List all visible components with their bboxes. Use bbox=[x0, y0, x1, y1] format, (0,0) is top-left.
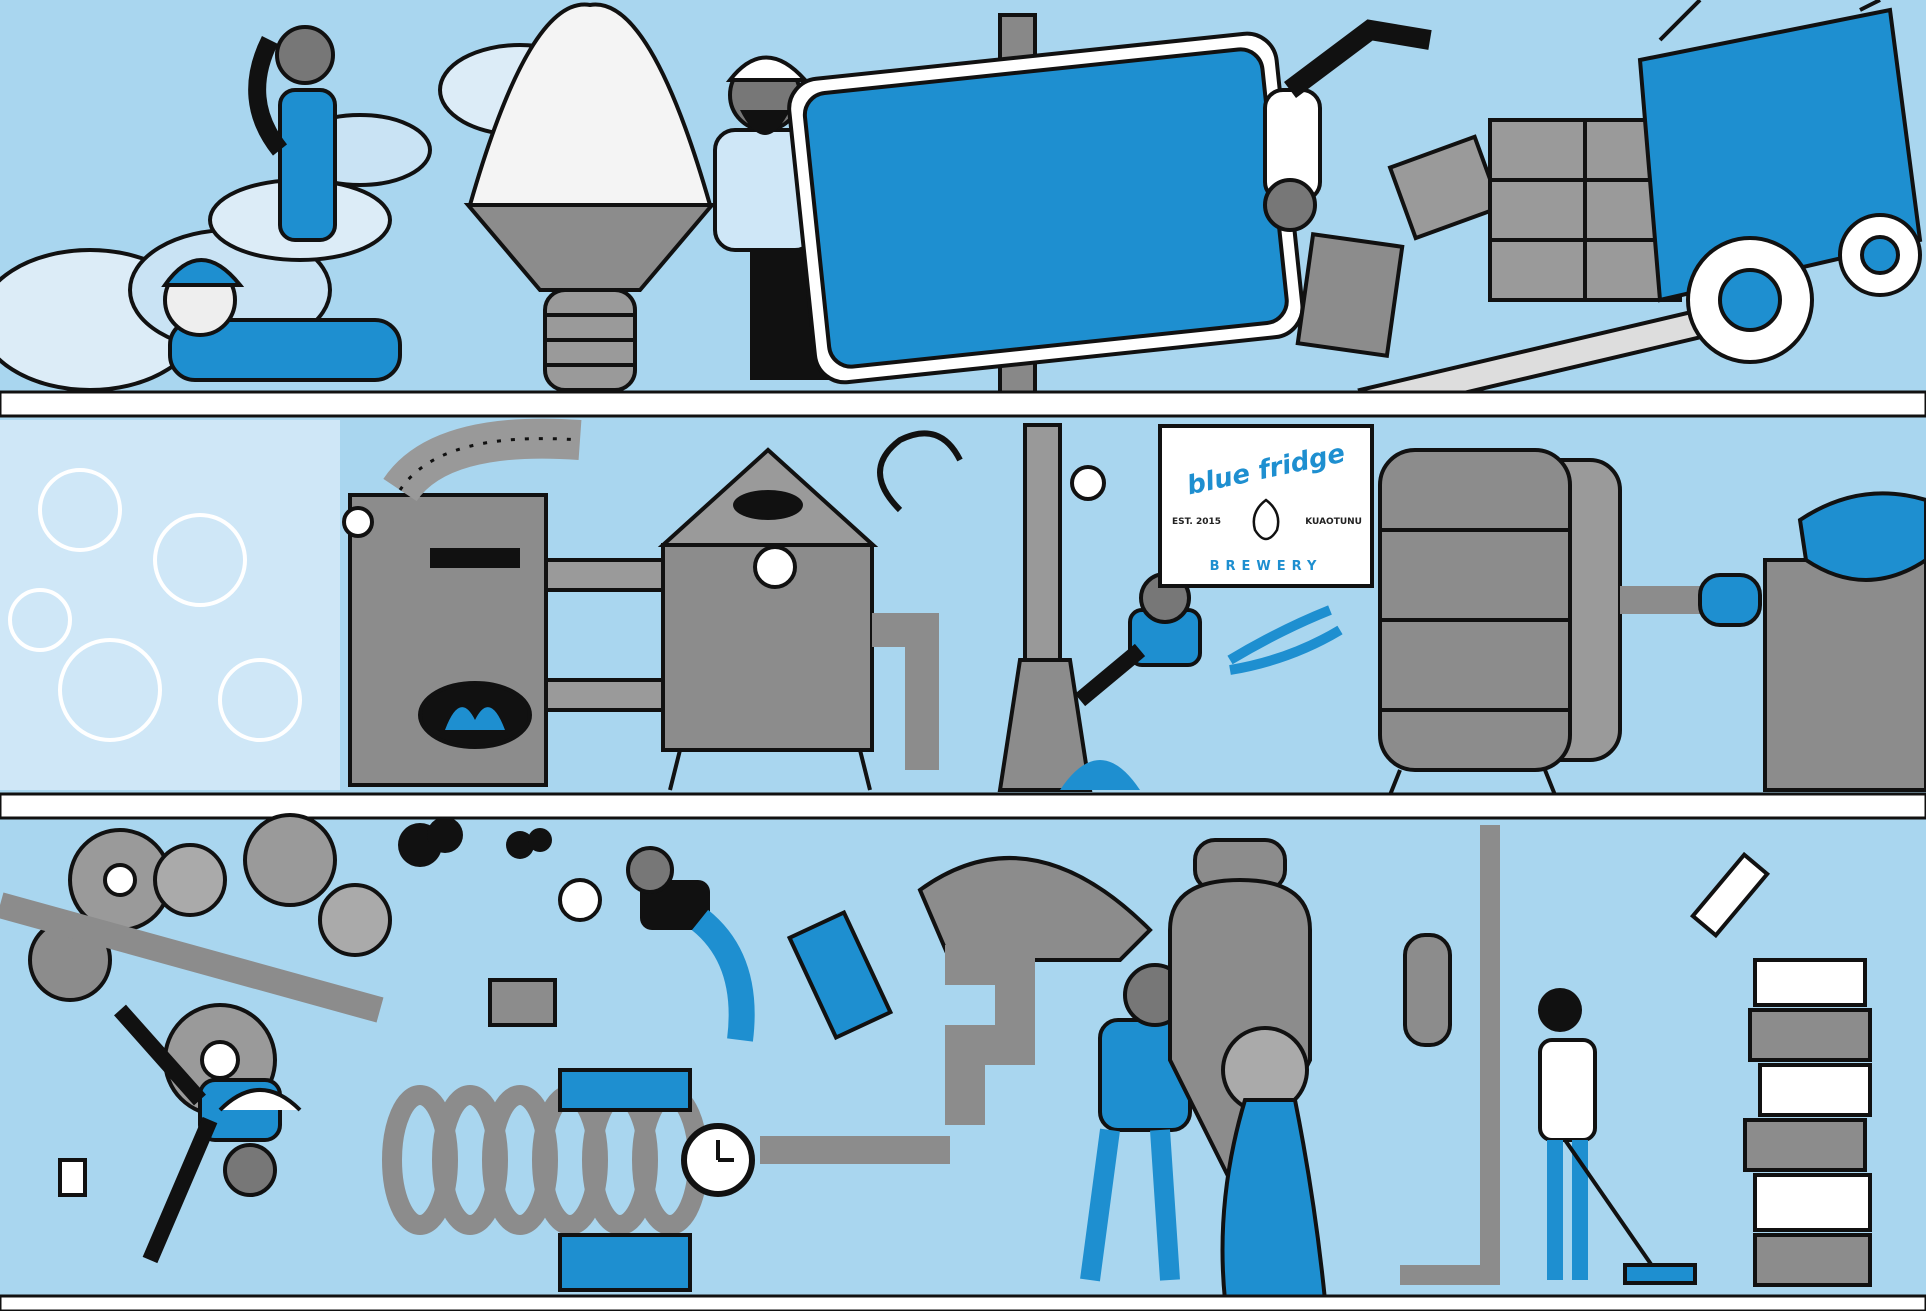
reclining-bearded-man bbox=[161, 258, 402, 382]
swinging-woman bbox=[626, 846, 755, 1042]
blue-crate-stack bbox=[558, 1068, 692, 1292]
kettle-dome bbox=[760, 856, 1153, 1164]
clock-icon bbox=[681, 1123, 755, 1197]
bottom-border bbox=[0, 1294, 1926, 1311]
logo-established-text: EST. 2015 bbox=[1172, 517, 1221, 527]
hop-swirl-cloud bbox=[0, 420, 340, 790]
smoke-puffs bbox=[398, 817, 552, 867]
pressure-gauge bbox=[488, 878, 602, 1027]
blue-fridge-banner: blue fridge EST. 2015 KUAOTUNU BREWERY bbox=[1158, 424, 1374, 588]
logo-location-text: KUAOTUNU bbox=[1305, 517, 1362, 527]
woman-drinking-on-sacks bbox=[248, 25, 337, 242]
flex-duct-pipe bbox=[383, 418, 582, 502]
falling-cardboard-boxes bbox=[1295, 134, 1503, 358]
woman-with-spraying-hose bbox=[1060, 572, 1343, 790]
man-sweeping bbox=[1538, 988, 1697, 1285]
panel-divider-top bbox=[0, 390, 1926, 418]
conical-fermenter bbox=[1168, 838, 1328, 1302]
wall-outlet bbox=[58, 1158, 87, 1197]
vertical-pipe bbox=[1400, 825, 1500, 1285]
blank-blue-signboard bbox=[787, 13, 1305, 397]
falling-crate-stack bbox=[1689, 851, 1872, 1287]
hose-coil bbox=[877, 430, 963, 513]
malt-hopper bbox=[463, 2, 717, 392]
valve-column bbox=[997, 423, 1106, 792]
mash-boiler-furnace bbox=[342, 493, 548, 787]
fermentation-tanks bbox=[1378, 448, 1622, 796]
tumbling-man bbox=[1263, 19, 1432, 232]
connecting-pipes bbox=[544, 558, 939, 770]
falling-blue-crate bbox=[786, 909, 894, 1041]
cooling-coil bbox=[382, 1085, 708, 1235]
hop-cone-icon bbox=[1252, 498, 1280, 541]
lauter-tun bbox=[657, 447, 879, 791]
cartwheeling-woman bbox=[114, 1004, 302, 1264]
panel-divider-bottom bbox=[0, 792, 1926, 820]
old-man-walking bbox=[1080, 963, 1192, 1282]
logo-subtitle-text: BREWERY bbox=[1210, 559, 1323, 574]
forklift bbox=[1357, 0, 1923, 418]
bottling-machine bbox=[1620, 491, 1926, 792]
